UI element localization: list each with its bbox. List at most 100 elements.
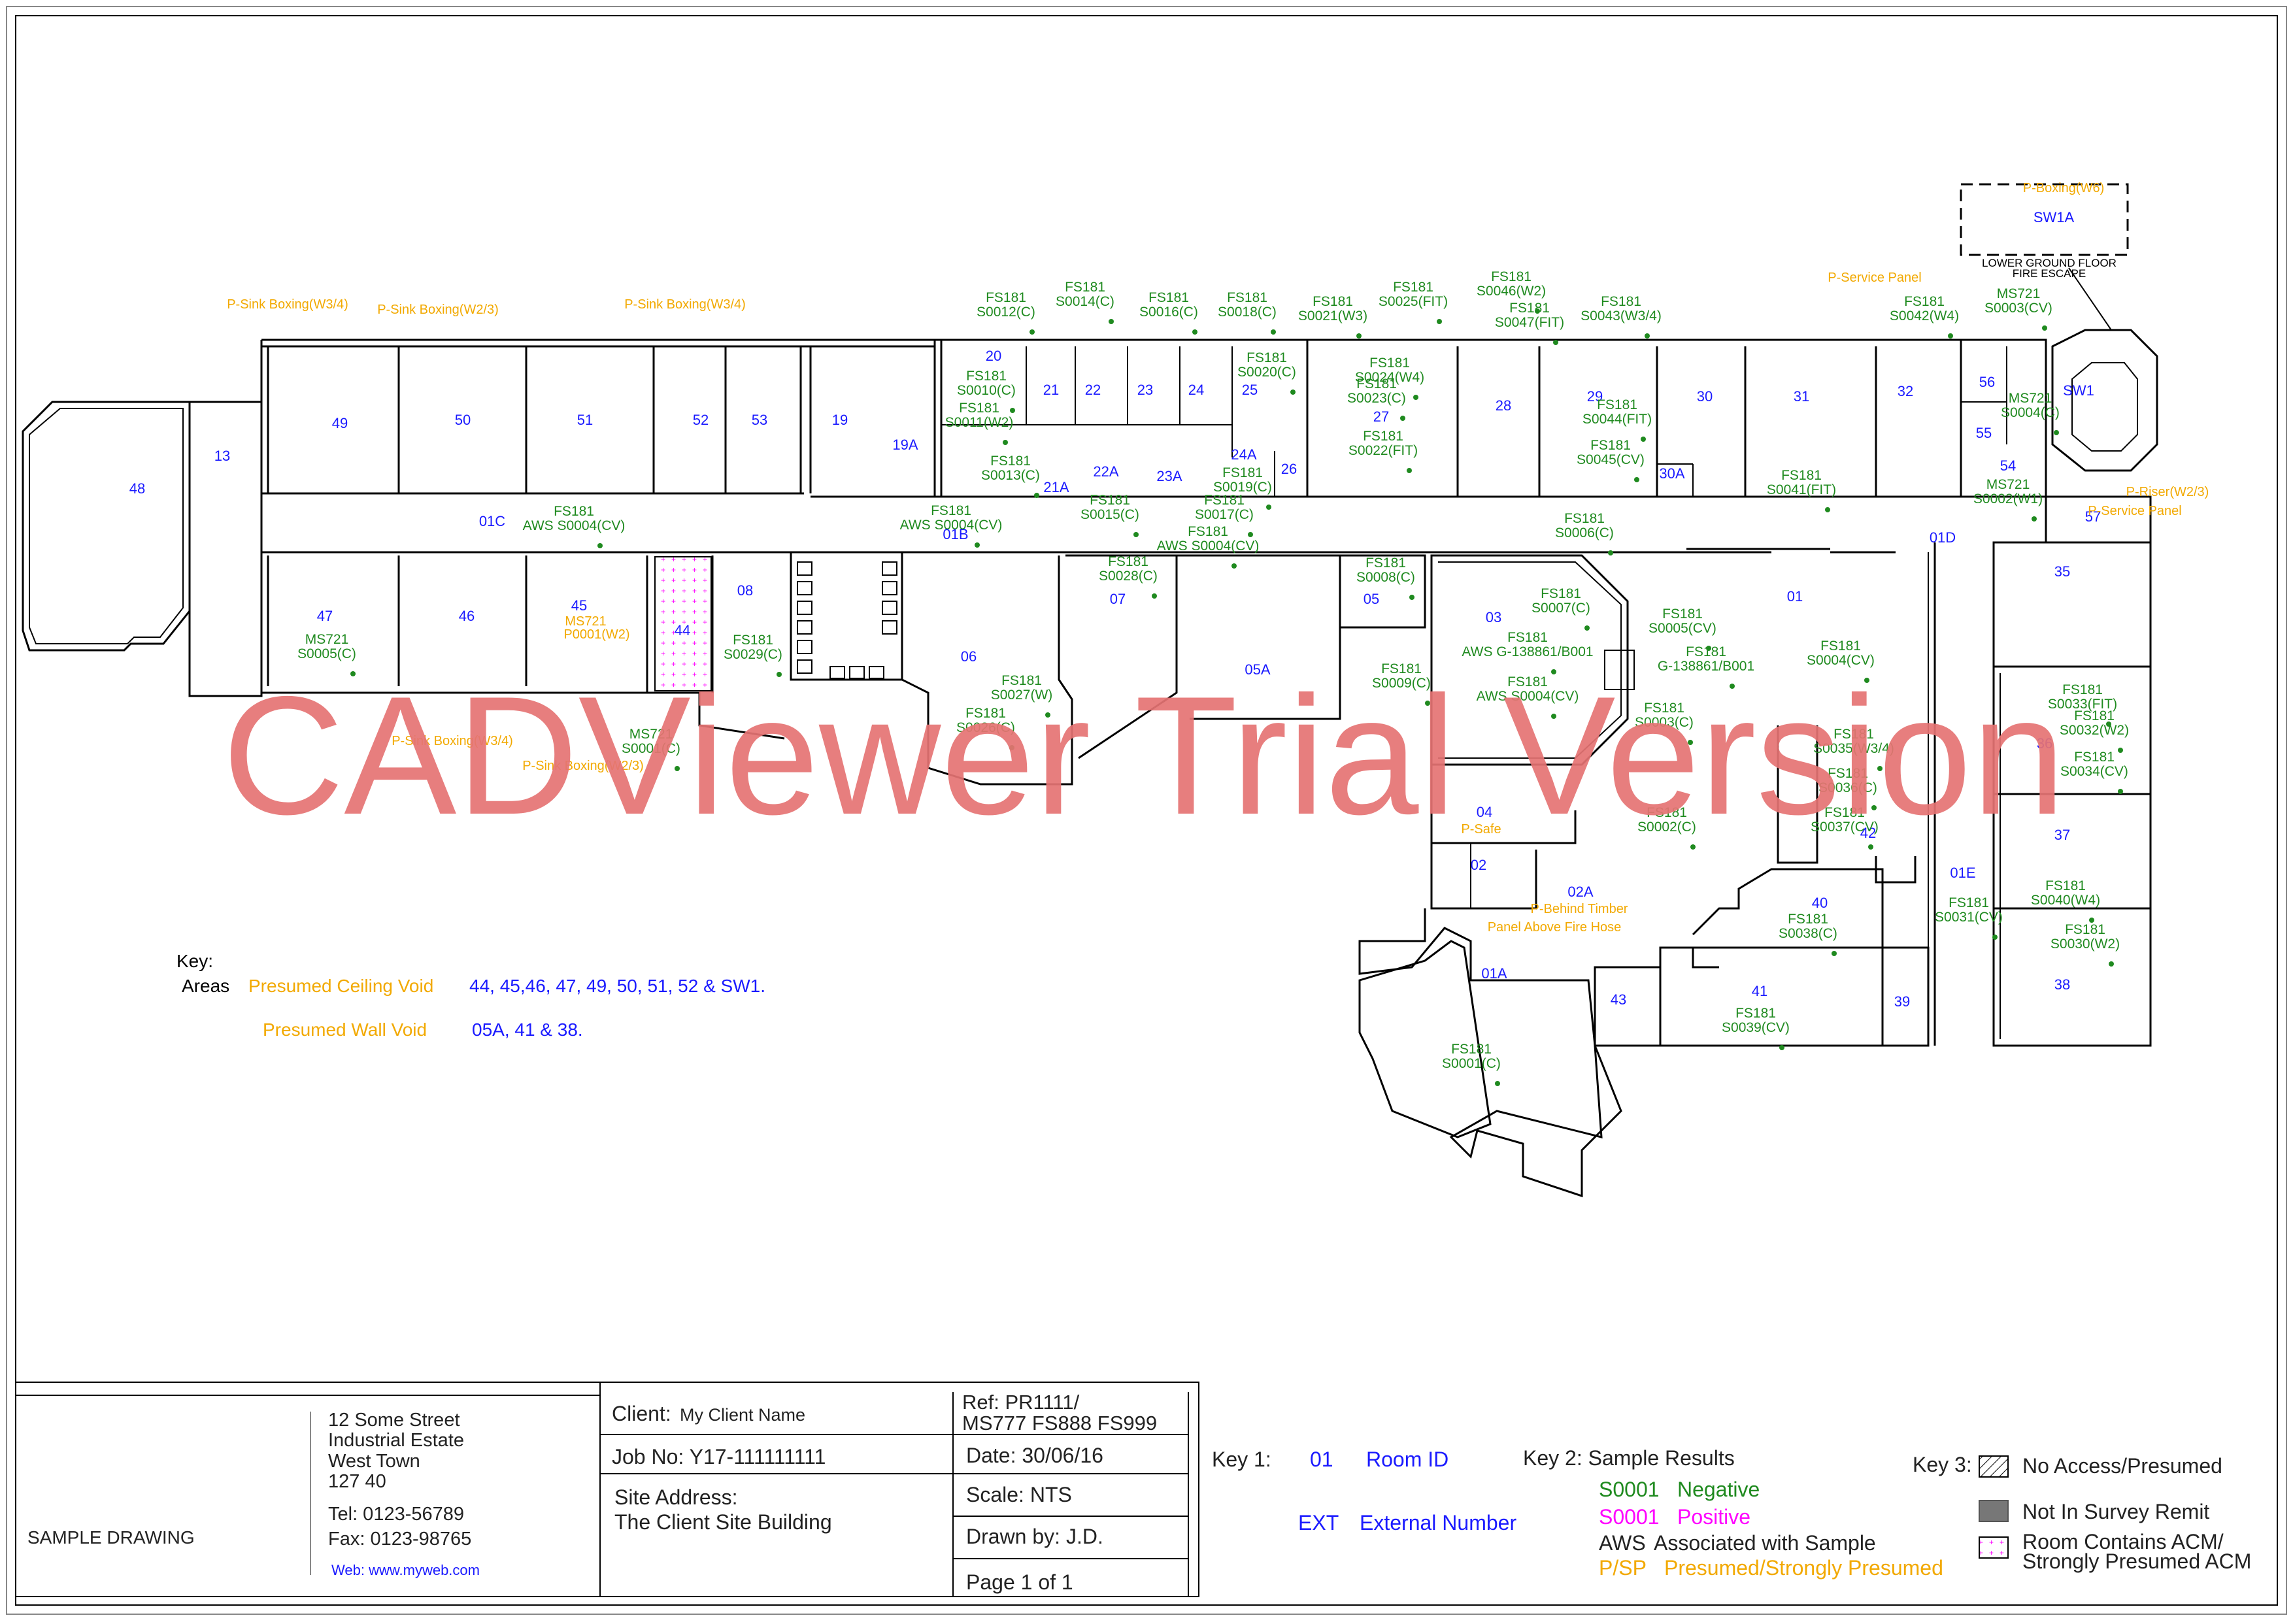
sample-label-line: S0043(W3/4) [1581, 308, 1662, 323]
sample-label-line: FS181 [1393, 280, 1433, 295]
sample-point-marker [1409, 595, 1414, 600]
legend-areas-label: Areas [182, 976, 229, 996]
sample-point-marker [777, 672, 782, 677]
sample-label-line: FS181 [1491, 269, 1531, 284]
sample-point-marker [1992, 935, 1998, 940]
sample-point-marker [1948, 333, 1953, 339]
sample-point-marker [1271, 329, 1276, 335]
room-id-01d: 01D [1930, 529, 1956, 546]
presumed-label: P-Boxing(W6) [2023, 181, 2104, 195]
key2-aws-label: Associated with Sample [1654, 1531, 1876, 1555]
sample-label-line: FS181 [1356, 376, 1397, 391]
sample-label-line: S0004(C) [2001, 405, 2060, 420]
room-id-05a: 05A [1245, 661, 1270, 678]
sample-label-line: G-138861/B001 [1658, 659, 1754, 674]
sample-point-marker [1868, 844, 1873, 850]
sample-label-line: S0031(CV) [1935, 910, 2003, 925]
room-id-05: 05 [1364, 591, 1379, 607]
sample-point-marker [2089, 918, 2094, 923]
sample-point-marker [1266, 505, 1271, 510]
sample-label-line: S0040(W4) [2031, 893, 2100, 908]
room-id-20: 20 [986, 348, 1001, 364]
room-id-46: 46 [459, 608, 475, 624]
sample-label-line: S0027(W) [991, 688, 1053, 703]
sample-label-line: FS181 [1365, 555, 1406, 571]
acm-room-44 [654, 556, 712, 691]
room-id-04: 04 [1477, 804, 1492, 820]
sample-labels: FS181S0012(C)FS181S0014(C)FS181S0016(C)F… [297, 269, 2129, 1071]
key2-pos-label: Positive [1677, 1505, 1750, 1529]
fire-escape-label-2: FIRE ESCAPE [2013, 267, 2086, 280]
sample-label-line: FS181 [2074, 750, 2115, 765]
sample-point-marker [1034, 493, 1039, 498]
no-access-swatch [1979, 1455, 2009, 1478]
sample-point-marker [2032, 516, 2037, 522]
sample-label-line: FS181 [1824, 805, 1865, 820]
legend-wall-rooms: 05A, 41 & 38. [472, 1019, 583, 1040]
presumed-label: P-Sink Boxing(W2/3) [377, 303, 499, 317]
sample-label-line: FS181 [1222, 465, 1263, 480]
room-id-43: 43 [1611, 991, 1626, 1008]
presumed-label: P-Service Panel [2088, 504, 2181, 518]
sample-label-line: FS181 [959, 401, 999, 416]
sample-label-line: S0032(W2) [2060, 723, 2129, 738]
sample-label-line: AWS S0004(CV) [1157, 539, 1260, 554]
sample-label-line: S0025(FIT) [1379, 294, 1448, 309]
sample-point-marker [1290, 389, 1296, 395]
room-id-13: 13 [214, 448, 230, 464]
room-id-44: 44 [675, 622, 690, 638]
room-id-25: 25 [1242, 382, 1258, 398]
room-id-30: 30 [1697, 388, 1713, 405]
room-id-55: 55 [1976, 425, 1992, 441]
key3-acm-line-1: Room Contains ACM/ [2022, 1530, 2224, 1553]
room-id-23: 23 [1137, 382, 1153, 398]
sample-label-line: S0008(C) [1356, 570, 1415, 585]
sample-point-marker [1400, 416, 1405, 421]
presumed-labels: P-Sink Boxing(W3/4) P-Sink Boxing(W2/3) P-… [227, 181, 2209, 935]
room-id-27: 27 [1373, 408, 1389, 425]
sample-label-line: S0036(C) [1818, 780, 1877, 795]
room-id-19: 19 [832, 412, 848, 428]
key2-neg-code: S0001 [1599, 1478, 1660, 1501]
key1-title: Key 1: [1212, 1448, 1271, 1471]
sample-label-line: MS721 [1986, 477, 2030, 492]
room-id-01c: 01C [479, 513, 505, 529]
room-id-56: 56 [1979, 374, 1995, 390]
sample-point-marker [1010, 408, 1015, 413]
sample-point-marker [2118, 789, 2123, 794]
sample-label-line: S0020(C) [1237, 365, 1296, 380]
room-id-02: 02 [1471, 857, 1486, 873]
sample-point-marker [1864, 678, 1869, 683]
room-id-06: 06 [961, 648, 977, 665]
sample-label-line: FS181 [1597, 397, 1637, 412]
sample-label-line: S0021(W3) [1298, 308, 1367, 323]
key2-aws-code: AWS [1599, 1531, 1646, 1555]
sample-label-line: S0024(W4) [1355, 370, 1424, 385]
sample-point-marker [1437, 319, 1442, 324]
sample-label-line: FS181 [1820, 638, 1861, 654]
sample-label-line: S0006(C) [1555, 525, 1614, 540]
sample-label-line: FS181 [733, 633, 773, 648]
sample-label-line: FS181 [1204, 493, 1245, 508]
presumed-label: P-Safe [1461, 822, 1501, 837]
room-id-26: 26 [1281, 461, 1297, 477]
sample-label-line: S0018(C) [1218, 305, 1277, 320]
sample-label-line: FS181 [554, 504, 594, 519]
sample-label-line: FS181 [1949, 895, 1989, 910]
presumed-label: P-Sink Boxing(W3/4) [392, 734, 513, 748]
room-id-53: 53 [752, 412, 767, 428]
sample-label-line: S0013(C) [981, 468, 1040, 483]
sample-label-line: S0014(C) [1056, 294, 1114, 309]
sample-point-marker [975, 542, 980, 548]
presumed-label: Panel Above Fire Hose [1488, 920, 1622, 935]
sample-point-marker [1231, 563, 1237, 569]
sample-label-line: S0037(CV) [1811, 820, 1879, 835]
presumed-label: MS721 [565, 614, 606, 629]
sample-label-line: S0015(C) [1080, 507, 1139, 522]
sample-point-marker [1029, 329, 1035, 335]
sample-point-marker [1551, 669, 1556, 674]
legend-key-title: Key: [176, 951, 213, 971]
sample-label-line: S0042(W4) [1890, 308, 1959, 323]
room-id-01b: 01B [943, 526, 968, 542]
